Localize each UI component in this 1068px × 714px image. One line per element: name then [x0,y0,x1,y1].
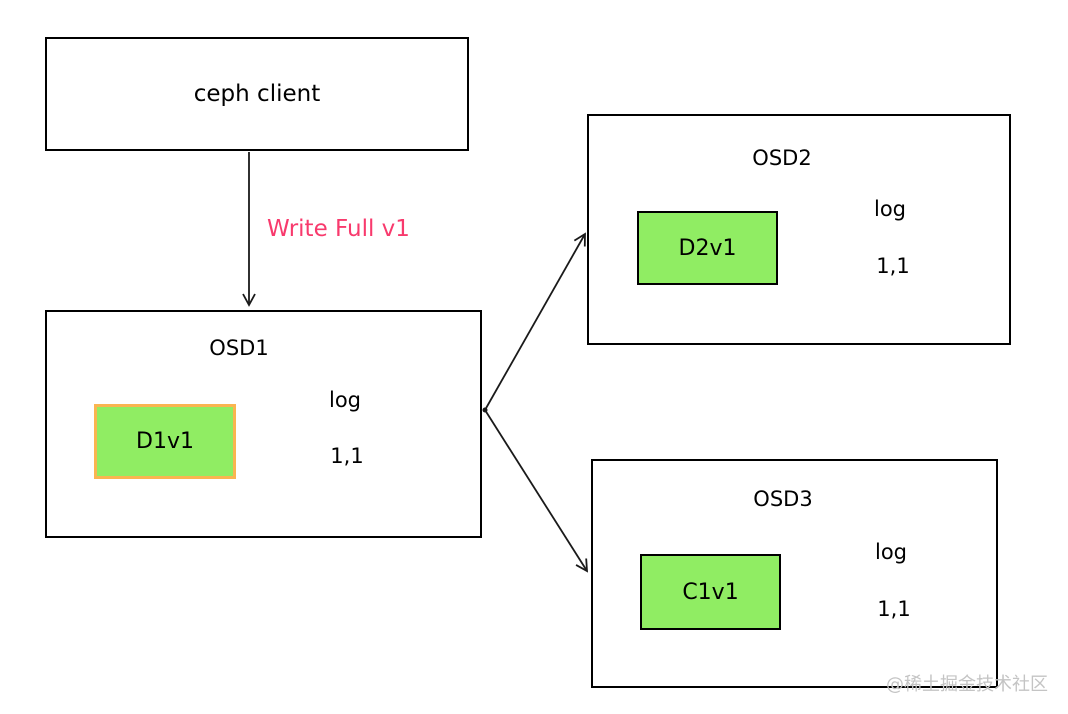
node-ceph-client-label: ceph client [193,81,321,107]
osd1-log-label: log [328,388,362,412]
watermark: @稀土掘金技术社区 [886,674,1048,695]
osd2-log-entry: 1,1 [876,254,910,278]
object-d1v1: D1v1 [94,404,236,479]
edge-osd1-to-osd3 [484,409,589,573]
edge-label-write-full: Write Full v1 [267,216,410,242]
edge-osd1-to-osd2 [484,232,586,411]
node-osd1-title: OSD1 [209,336,269,360]
edge-junction-dot [482,407,488,413]
object-d2v1-label: D2v1 [678,235,737,261]
object-d1v1-label: D1v1 [136,429,194,454]
node-osd3-title: OSD3 [753,487,813,511]
osd1-log-entry: 1,1 [330,444,364,468]
object-c1v1: C1v1 [640,554,781,630]
object-c1v1-label: C1v1 [682,579,739,605]
node-osd2-title: OSD2 [752,146,812,170]
osd3-log-entry: 1,1 [877,597,911,621]
osd3-log-label: log [874,540,908,564]
osd2-log-label: log [873,197,907,221]
node-osd2: OSD2 D2v1 log 1,1 [587,114,1011,345]
node-osd1: OSD1 D1v1 log 1,1 [45,310,482,538]
node-ceph-client: ceph client [45,37,469,151]
node-osd3: OSD3 C1v1 log 1,1 [591,459,998,688]
object-d2v1: D2v1 [637,211,778,285]
